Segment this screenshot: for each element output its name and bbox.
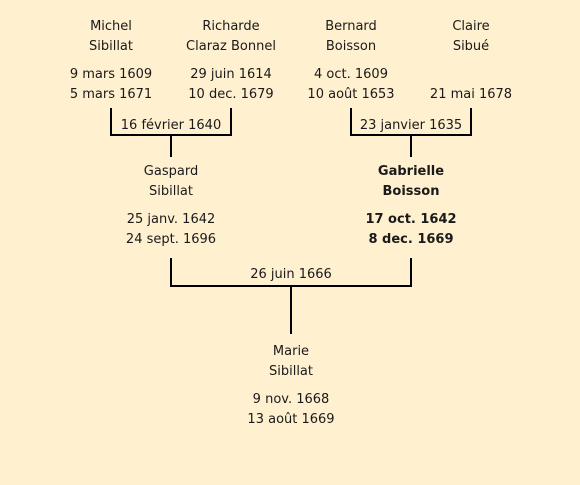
death-date: 21 mai 1678 xyxy=(429,87,513,102)
birth-date: 25 janv. 1642 xyxy=(126,212,216,227)
person-gaspard-sibillat: Gaspard Sibillat 25 janv. 1642 24 sept. … xyxy=(96,162,246,250)
person-first-name: Bernard xyxy=(325,19,377,34)
person-last-name: Sibillat xyxy=(268,364,313,379)
person-gabrielle-boisson: Gabrielle Boisson 17 oct. 1642 8 dec. 16… xyxy=(336,162,486,250)
death-date: 24 sept. 1696 xyxy=(125,232,217,247)
person-last-name: Sibillat xyxy=(148,184,193,199)
birth-date: 9 mars 1609 xyxy=(69,67,153,82)
birth-date: 29 juin 1614 xyxy=(190,67,272,82)
birth-date xyxy=(396,65,546,85)
person-dates: 9 mars 1609 5 mars 1671 xyxy=(36,65,186,105)
death-date: 10 dec. 1679 xyxy=(188,87,274,102)
marriage-date-right-grandparents: 23 janvier 1635 xyxy=(359,118,463,133)
person-last-name: Boisson xyxy=(325,39,377,54)
person-dates: 4 oct. 1609 10 août 1653 xyxy=(276,65,426,105)
person-dates: 25 janv. 1642 24 sept. 1696 xyxy=(96,210,246,250)
marriage-date-parents: 26 juin 1666 xyxy=(250,267,332,282)
person-first-name: Claire xyxy=(452,19,490,34)
death-date: 10 août 1653 xyxy=(307,87,395,102)
person-dates: 9 nov. 1668 13 août 1669 xyxy=(216,390,366,430)
person-first-name: Marie xyxy=(272,344,310,359)
person-dates: 21 mai 1678 xyxy=(396,65,546,105)
birth-date: 17 oct. 1642 xyxy=(365,212,457,227)
person-michel-sibillat: Michel Sibillat 9 mars 1609 5 mars 1671 xyxy=(36,17,186,105)
marriage-date-left-grandparents: 16 février 1640 xyxy=(120,118,222,133)
person-first-name: Gaspard xyxy=(143,164,199,179)
person-marie-sibillat: Marie Sibillat 9 nov. 1668 13 août 1669 xyxy=(216,342,366,430)
person-first-name: Gabrielle xyxy=(377,164,445,179)
person-last-name: Boisson xyxy=(382,184,440,199)
person-last-name: Sibillat xyxy=(88,39,133,54)
death-date: 8 dec. 1669 xyxy=(368,232,454,247)
death-date: 13 août 1669 xyxy=(247,412,335,427)
birth-date: 9 nov. 1668 xyxy=(252,392,330,407)
person-claire-sibue: Claire Sibué 21 mai 1678 xyxy=(396,17,546,105)
birth-date: 4 oct. 1609 xyxy=(314,67,388,82)
person-first-name: Richarde xyxy=(202,19,260,34)
person-bernard-boisson: Bernard Boisson 4 oct. 1609 10 août 1653 xyxy=(276,17,426,105)
person-first-name: Michel xyxy=(90,19,132,34)
person-dates: 29 juin 1614 10 dec. 1679 xyxy=(156,65,306,105)
person-last-name: Sibué xyxy=(452,39,490,54)
person-dates: 17 oct. 1642 8 dec. 1669 xyxy=(336,210,486,250)
person-last-name: Claraz Bonnel xyxy=(186,39,276,54)
person-richarde-claraz-bonnel: Richarde Claraz Bonnel 29 juin 1614 10 d… xyxy=(156,17,306,105)
death-date: 5 mars 1671 xyxy=(69,87,153,102)
